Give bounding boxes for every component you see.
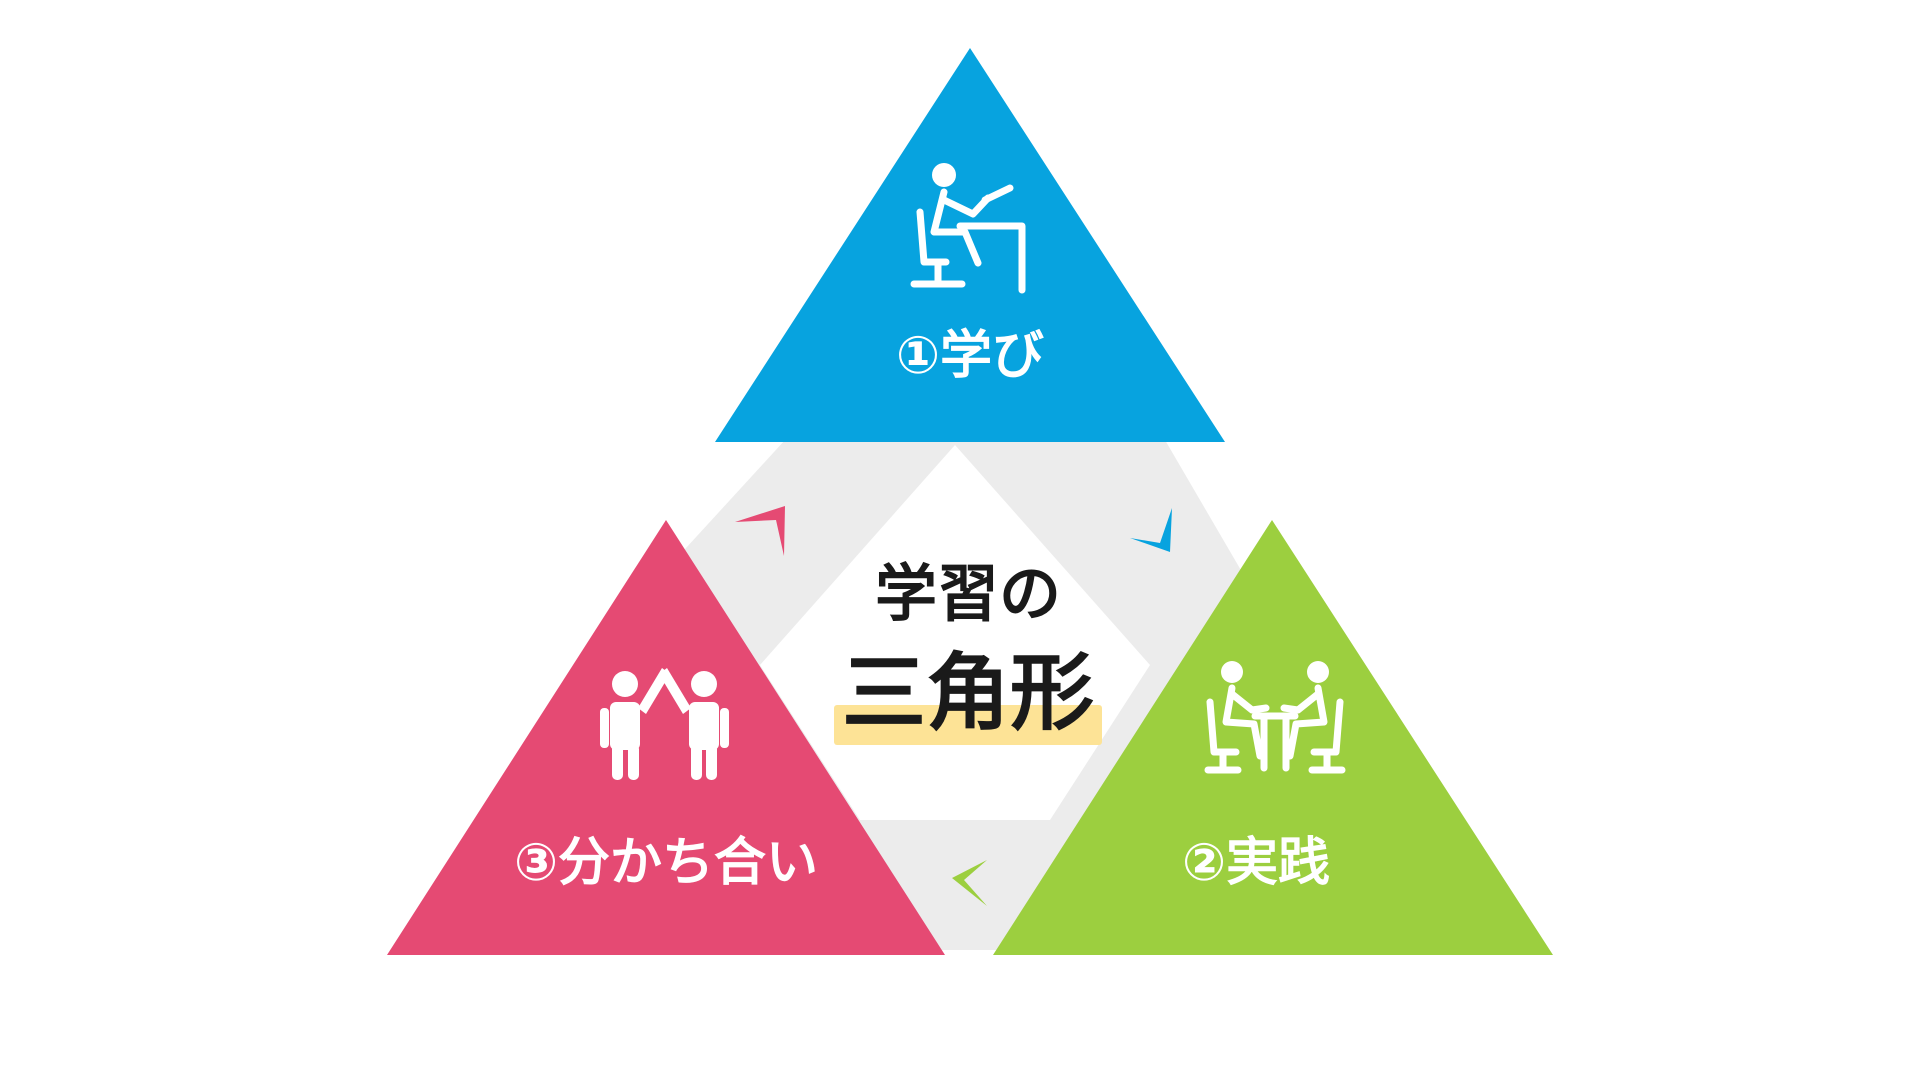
node-share-label: ③分かち合い [514,833,818,893]
node-practice-triangle [993,520,1553,955]
center-title-line1: 学習の [875,557,1061,630]
person-at-desk-icon [910,163,1026,294]
arrow-practice-to-share [952,860,987,906]
center-title-highlight [834,705,1102,745]
arrow-share-to-learn [735,506,785,556]
two-people-at-table-icon [1204,661,1346,774]
chevron-down-right-icon [1130,508,1172,552]
center-title: 学習の 三角形 [834,557,1102,745]
node-learn-label: ①学び [896,326,1044,386]
node-share-triangle [387,520,945,955]
center-title-line2: 三角形 [842,644,1094,742]
node-practice-label: ②実践 [1182,833,1330,893]
chevron-left-icon [952,860,987,906]
chevron-up-right-icon [735,506,785,556]
node-learn: ①学び [715,48,1225,442]
node-share: ③分かち合い [387,520,945,955]
node-practice: ②実践 [993,520,1553,955]
arrow-learn-to-practice [1130,508,1172,552]
two-people-high-five-icon [600,668,729,780]
